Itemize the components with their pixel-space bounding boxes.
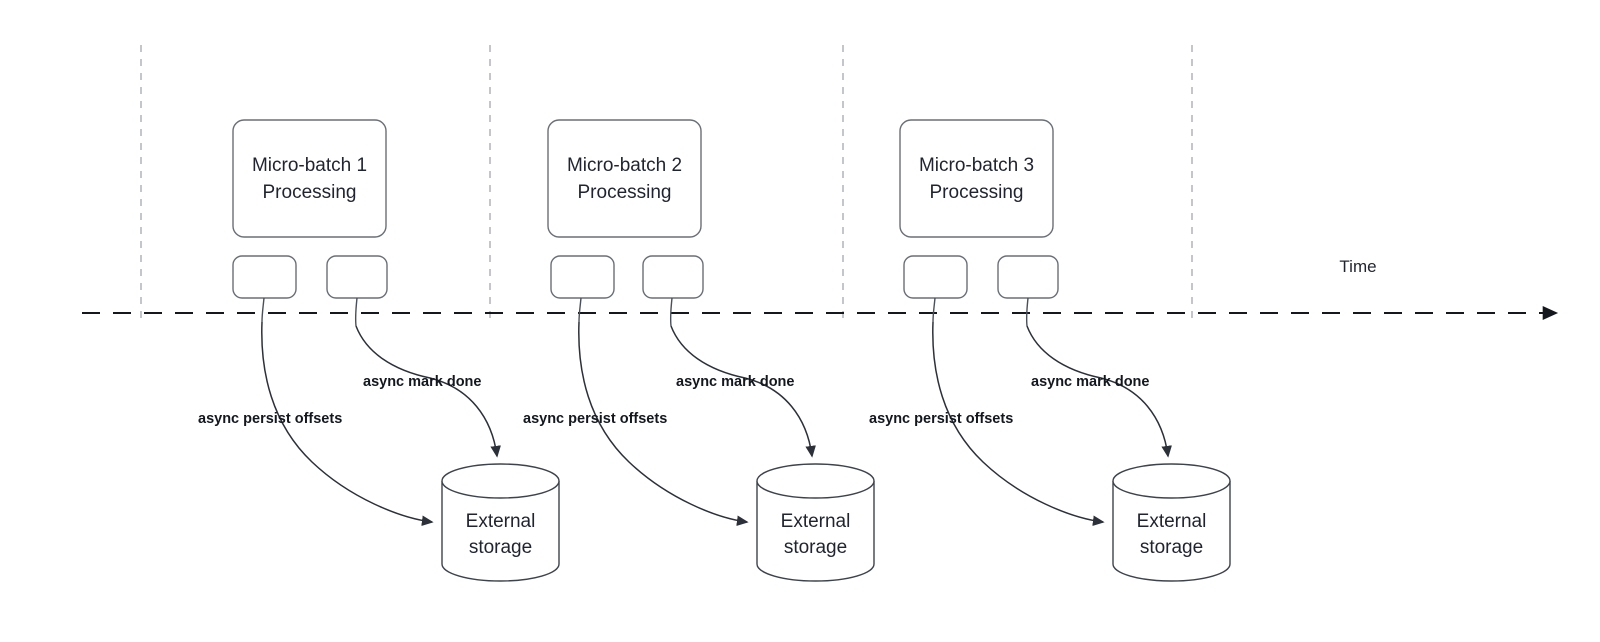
stem-offset-3 bbox=[932, 297, 936, 323]
mark-done-label-3: async mark done bbox=[1031, 374, 1149, 390]
micro-batch-box-1-line1: Micro-batch 1 bbox=[252, 155, 367, 176]
mark-done-arrow-1 bbox=[355, 325, 501, 458]
external-storage-1-top bbox=[441, 463, 560, 499]
external-storage-2-body bbox=[756, 481, 875, 582]
external-storage-1[interactable]: External storage bbox=[441, 463, 560, 582]
micro-batch-box-3-line1: Micro-batch 3 bbox=[919, 155, 1034, 176]
external-storage-2-line1: External bbox=[781, 511, 851, 532]
micro-batch-group-2: Micro-batch 2 Processing External storag… bbox=[523, 119, 875, 582]
persist-offsets-arrow-2 bbox=[578, 321, 749, 526]
external-storage-1-line1: External bbox=[466, 511, 536, 532]
mark-done-marker-1[interactable] bbox=[326, 255, 388, 299]
mark-done-label-2: async mark done bbox=[676, 374, 794, 390]
stem-markdone-2 bbox=[669, 297, 673, 327]
stem-markdone-3 bbox=[1025, 297, 1029, 327]
external-storage-3-line1: External bbox=[1137, 511, 1207, 532]
external-storage-3-line2: storage bbox=[1140, 537, 1203, 558]
offset-commit-marker-3[interactable] bbox=[903, 255, 968, 299]
mark-done-marker-2[interactable] bbox=[642, 255, 704, 299]
mark-done-marker-3[interactable] bbox=[997, 255, 1059, 299]
mark-done-arrow-3 bbox=[1026, 325, 1172, 458]
stem-offset-2 bbox=[578, 297, 582, 323]
mark-done-arrow-2 bbox=[670, 325, 816, 458]
stem-markdone-1 bbox=[354, 297, 358, 327]
persist-offsets-label-1: async persist offsets bbox=[198, 411, 342, 427]
external-storage-3-body bbox=[1112, 481, 1231, 582]
micro-batch-group-1: Micro-batch 1 Processing External storag… bbox=[198, 119, 560, 582]
micro-batch-box-2-line1: Micro-batch 2 bbox=[567, 155, 682, 176]
micro-batch-box-1-line2: Processing bbox=[263, 182, 357, 203]
persist-offsets-label-2: async persist offsets bbox=[523, 411, 667, 427]
micro-batch-box-2-line2: Processing bbox=[578, 182, 672, 203]
external-storage-1-line2: storage bbox=[469, 537, 532, 558]
micro-batch-group-3: Micro-batch 3 Processing External storag… bbox=[869, 119, 1231, 582]
persist-offsets-arrow-1 bbox=[261, 321, 434, 527]
offset-commit-marker-2[interactable] bbox=[550, 255, 615, 299]
persist-offsets-arrow-3 bbox=[932, 321, 1105, 527]
external-storage-2-line2: storage bbox=[784, 537, 847, 558]
stem-offset-1 bbox=[261, 297, 265, 323]
external-storage-1-body bbox=[441, 481, 560, 582]
micro-batch-box-3-line2: Processing bbox=[930, 182, 1024, 203]
micro-batch-box-1[interactable] bbox=[232, 119, 387, 238]
external-storage-3[interactable]: External storage bbox=[1112, 463, 1231, 582]
micro-batch-box-2[interactable] bbox=[547, 119, 702, 238]
persist-offsets-label-3: async persist offsets bbox=[869, 411, 1013, 427]
external-storage-2-top bbox=[756, 463, 875, 499]
micro-batch-box-3[interactable] bbox=[899, 119, 1054, 238]
time-axis-label: Time bbox=[1339, 257, 1376, 276]
batch-boundary-ticks bbox=[140, 45, 1193, 322]
external-storage-2[interactable]: External storage bbox=[756, 463, 875, 582]
external-storage-3-top bbox=[1112, 463, 1231, 499]
offset-commit-marker-1[interactable] bbox=[232, 255, 297, 299]
mark-done-label-1: async mark done bbox=[363, 374, 481, 390]
time-axis: Time bbox=[82, 257, 1559, 320]
